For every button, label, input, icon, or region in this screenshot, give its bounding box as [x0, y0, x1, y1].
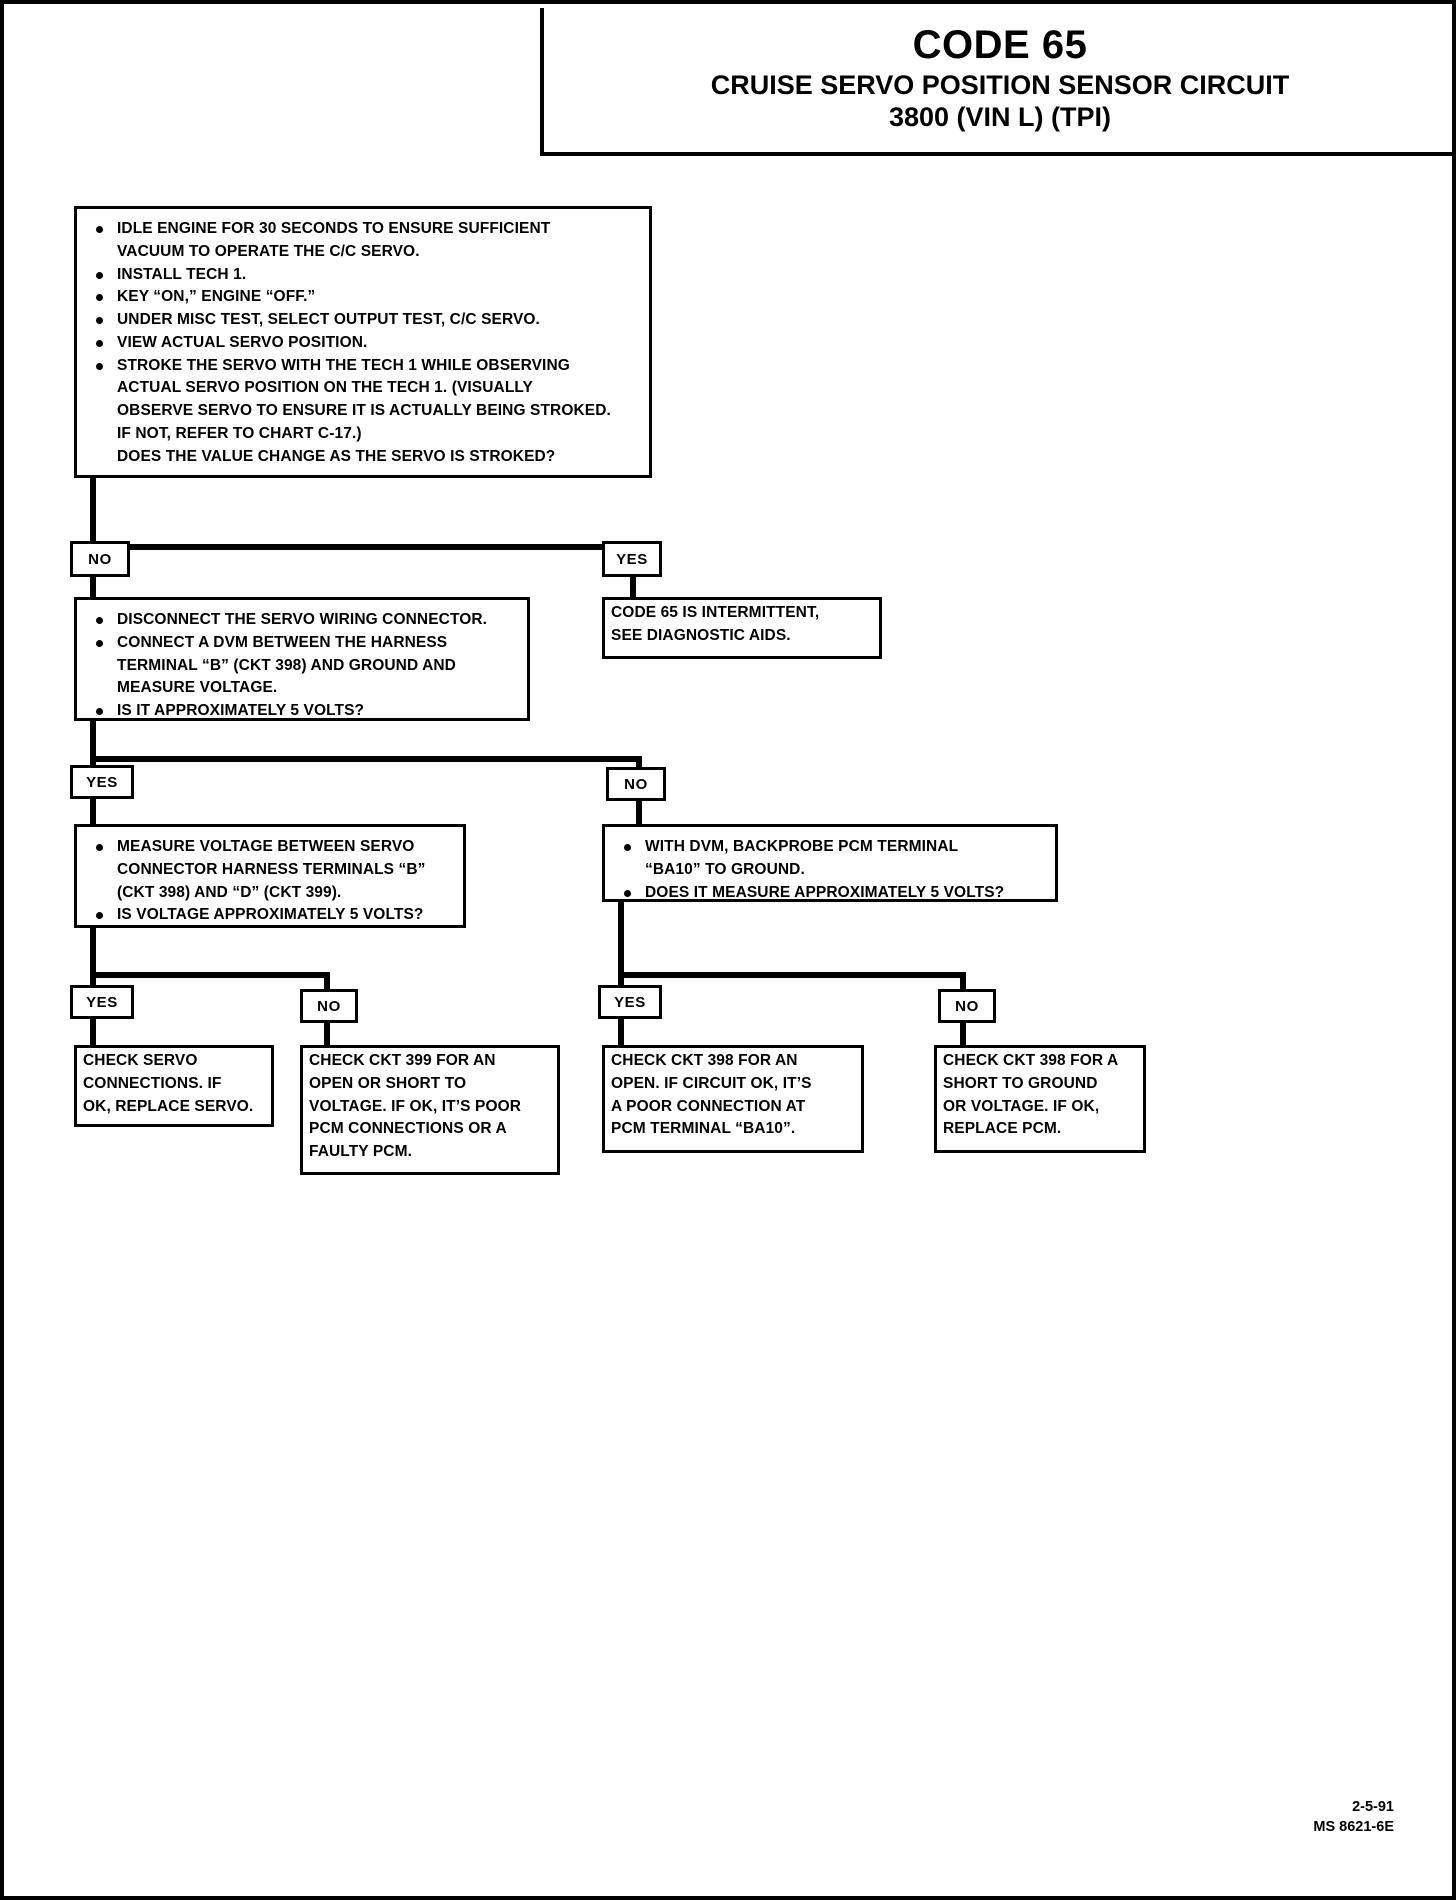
result-text: CHECK CKT 399 FOR AN OPEN OR SHORT TO VO…: [309, 1052, 522, 1161]
list-item: MEASURE VOLTAGE BETWEEN SERVO CONNECTOR …: [85, 836, 455, 904]
step1-bullet-list: IDLE ENGINE FOR 30 SECONDS TO ENSURE SUF…: [85, 218, 641, 469]
connector-line: [618, 972, 966, 978]
connector-line: [960, 972, 966, 994]
footer-date: 2-5-91: [1352, 1798, 1394, 1815]
connector-line: [90, 577, 96, 601]
result-text: CHECK CKT 398 FOR A SHORT TO GROUND OR V…: [943, 1052, 1119, 1138]
footer: 2-5-91 MS 8621-6E: [1313, 1797, 1394, 1838]
connector-line: [960, 1023, 966, 1047]
step3-right-bullet-list: WITH DVM, BACKPROBE PCM TERMINAL “BA10” …: [613, 836, 1047, 904]
connector-line: [90, 972, 330, 978]
result-text: CHECK CKT 398 FOR AN OPEN. IF CIRCUIT OK…: [611, 1052, 812, 1138]
footer-doc-id: MS 8621-6E: [1313, 1819, 1394, 1836]
step1-box: IDLE ENGINE FOR 30 SECONDS TO ENSURE SUF…: [74, 206, 652, 478]
step2-bullet-list: DISCONNECT THE SERVO WIRING CONNECTOR. C…: [85, 609, 519, 723]
list-item: WITH DVM, BACKPROBE PCM TERMINAL “BA10” …: [613, 836, 1047, 882]
list-item: DISCONNECT THE SERVO WIRING CONNECTOR.: [85, 609, 519, 632]
branch-label-no: NO: [300, 989, 358, 1023]
list-item: CONNECT A DVM BETWEEN THE HARNESS TERMIN…: [85, 632, 519, 700]
branch-label-yes: YES: [602, 541, 662, 577]
connector-line: [90, 756, 642, 762]
list-item: KEY “ON,” ENGINE “OFF.”: [85, 286, 641, 309]
result-box-1: CHECK SERVO CONNECTIONS. IF OK, REPLACE …: [74, 1045, 274, 1127]
chart-header: CODE 65 CRUISE SERVO POSITION SENSOR CIR…: [540, 8, 1452, 156]
list-item: STROKE THE SERVO WITH THE TECH 1 WHILE O…: [85, 355, 641, 446]
step3-right-box: WITH DVM, BACKPROBE PCM TERMINAL “BA10” …: [602, 824, 1058, 902]
step3-left-bullet-list: MEASURE VOLTAGE BETWEEN SERVO CONNECTOR …: [85, 836, 455, 927]
connector-line: [618, 902, 624, 988]
intermittent-result-text: CODE 65 IS INTERMITTENT, SEE DIAGNOSTIC …: [611, 604, 820, 644]
connector-line: [324, 1023, 330, 1047]
branch-label-no: NO: [606, 767, 666, 801]
result-text: CHECK SERVO CONNECTIONS. IF OK, REPLACE …: [83, 1052, 254, 1115]
connector-line: [90, 928, 96, 988]
engine-subtitle: 3800 (VIN L) (TPI): [888, 101, 1112, 132]
branch-label-no: NO: [938, 989, 996, 1023]
connector-line: [90, 544, 636, 550]
step3-left-box: MEASURE VOLTAGE BETWEEN SERVO CONNECTOR …: [74, 824, 466, 928]
page-title: CODE 65: [912, 23, 1088, 67]
connector-line: [636, 801, 642, 827]
list-item: INSTALL TECH 1.: [85, 264, 641, 287]
result-box-4: CHECK CKT 398 FOR A SHORT TO GROUND OR V…: [934, 1045, 1146, 1153]
list-item: UNDER MISC TEST, SELECT OUTPUT TEST, C/C…: [85, 309, 641, 332]
list-item: IDLE ENGINE FOR 30 SECONDS TO ENSURE SUF…: [85, 218, 641, 264]
circuit-subtitle: CRUISE SERVO POSITION SENSOR CIRCUIT: [710, 70, 1290, 100]
branch-label-yes: YES: [70, 765, 134, 799]
connector-line: [618, 1019, 624, 1047]
connector-line: [90, 799, 96, 827]
branch-label-no: NO: [70, 541, 130, 577]
list-item: VIEW ACTUAL SERVO POSITION.: [85, 332, 641, 355]
list-item: DOES IT MEASURE APPROXIMATELY 5 VOLTS?: [613, 882, 1047, 905]
list-item: IS VOLTAGE APPROXIMATELY 5 VOLTS?: [85, 904, 455, 927]
step2-box: DISCONNECT THE SERVO WIRING CONNECTOR. C…: [74, 597, 530, 721]
intermittent-result-box: CODE 65 IS INTERMITTENT, SEE DIAGNOSTIC …: [602, 597, 882, 659]
result-box-3: CHECK CKT 398 FOR AN OPEN. IF CIRCUIT OK…: [602, 1045, 864, 1153]
connector-line: [630, 577, 636, 601]
result-box-2: CHECK CKT 399 FOR AN OPEN OR SHORT TO VO…: [300, 1045, 560, 1175]
step1-question: DOES THE VALUE CHANGE AS THE SERVO IS ST…: [117, 447, 556, 465]
connector-line: [90, 478, 96, 550]
connector-line: [324, 972, 330, 990]
list-item: IS IT APPROXIMATELY 5 VOLTS?: [85, 700, 519, 723]
connector-line: [90, 1019, 96, 1047]
branch-label-yes: YES: [70, 985, 134, 1019]
branch-label-yes: YES: [598, 985, 662, 1019]
